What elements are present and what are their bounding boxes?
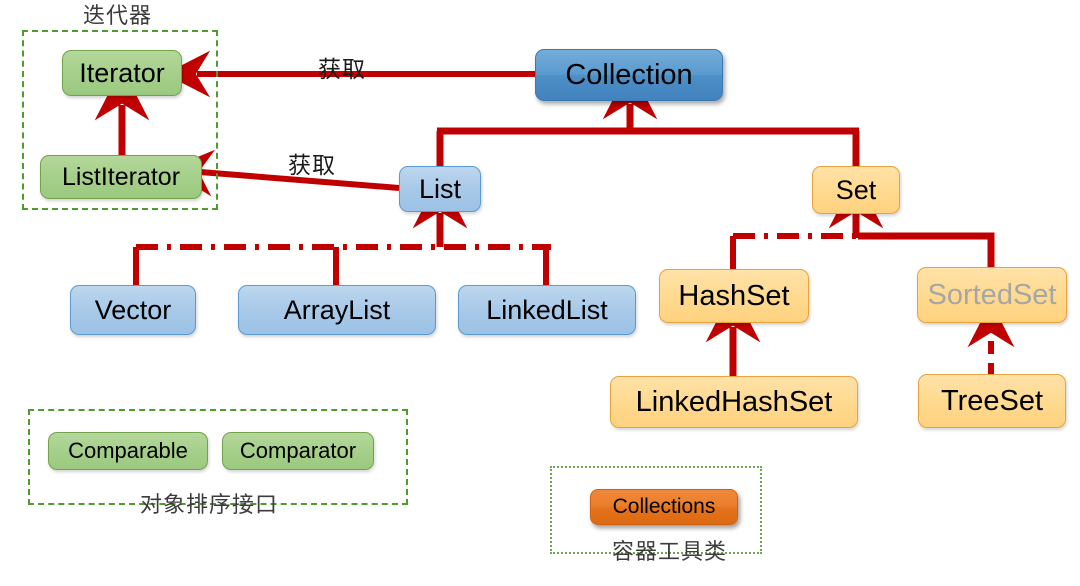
comparator-group-label: 对象排序接口 xyxy=(140,493,279,518)
node-hashset-label: HashSet xyxy=(678,279,790,312)
node-set[interactable]: Set xyxy=(812,166,900,214)
node-arraylist[interactable]: ArrayList xyxy=(238,285,436,335)
node-list-iterator-label: ListIterator xyxy=(61,162,181,191)
node-collection[interactable]: Collection xyxy=(535,49,723,101)
utility-group-frame xyxy=(550,466,762,554)
comparator-group-frame xyxy=(28,409,408,505)
node-collections-label: Collections xyxy=(612,495,716,518)
node-arraylist-label: ArrayList xyxy=(283,294,391,325)
node-treeset[interactable]: TreeSet xyxy=(918,374,1066,428)
node-vector[interactable]: Vector xyxy=(70,285,196,335)
iterator-group-frame xyxy=(22,30,218,210)
node-comparable[interactable]: Comparable xyxy=(48,432,208,470)
node-comparable-label: Comparable xyxy=(68,438,188,463)
edge-label-list-listiterator: 获取 xyxy=(288,153,336,179)
node-iterator[interactable]: Iterator xyxy=(62,50,182,96)
node-linkedlist-label: LinkedList xyxy=(486,294,608,325)
node-hashset[interactable]: HashSet xyxy=(659,269,809,323)
node-collections[interactable]: Collections xyxy=(590,489,738,525)
node-comparator-label: Comparator xyxy=(239,438,357,463)
node-vector-label: Vector xyxy=(94,294,172,325)
node-list-iterator[interactable]: ListIterator xyxy=(40,155,202,199)
node-linkedlist[interactable]: LinkedList xyxy=(458,285,636,335)
node-treeset-label: TreeSet xyxy=(940,384,1044,417)
iterator-group-label: 迭代器 xyxy=(83,4,153,29)
node-sortedset-label: SortedSet xyxy=(927,278,1057,311)
node-list-label: List xyxy=(418,173,462,204)
node-collection-label: Collection xyxy=(565,58,693,91)
node-iterator-label: Iterator xyxy=(79,57,165,88)
edge-label-collection-iterator: 获取 xyxy=(318,57,366,83)
node-sortedset[interactable]: SortedSet xyxy=(917,267,1067,323)
node-linkedhashset[interactable]: LinkedHashSet xyxy=(610,376,858,428)
utility-group-label: 容器工具类 xyxy=(612,540,728,565)
edge-sortedset-to-set xyxy=(858,232,995,267)
node-comparator[interactable]: Comparator xyxy=(222,432,374,470)
node-set-label: Set xyxy=(835,174,877,205)
node-list[interactable]: List xyxy=(399,166,481,212)
node-linkedhashset-label: LinkedHashSet xyxy=(635,385,833,418)
